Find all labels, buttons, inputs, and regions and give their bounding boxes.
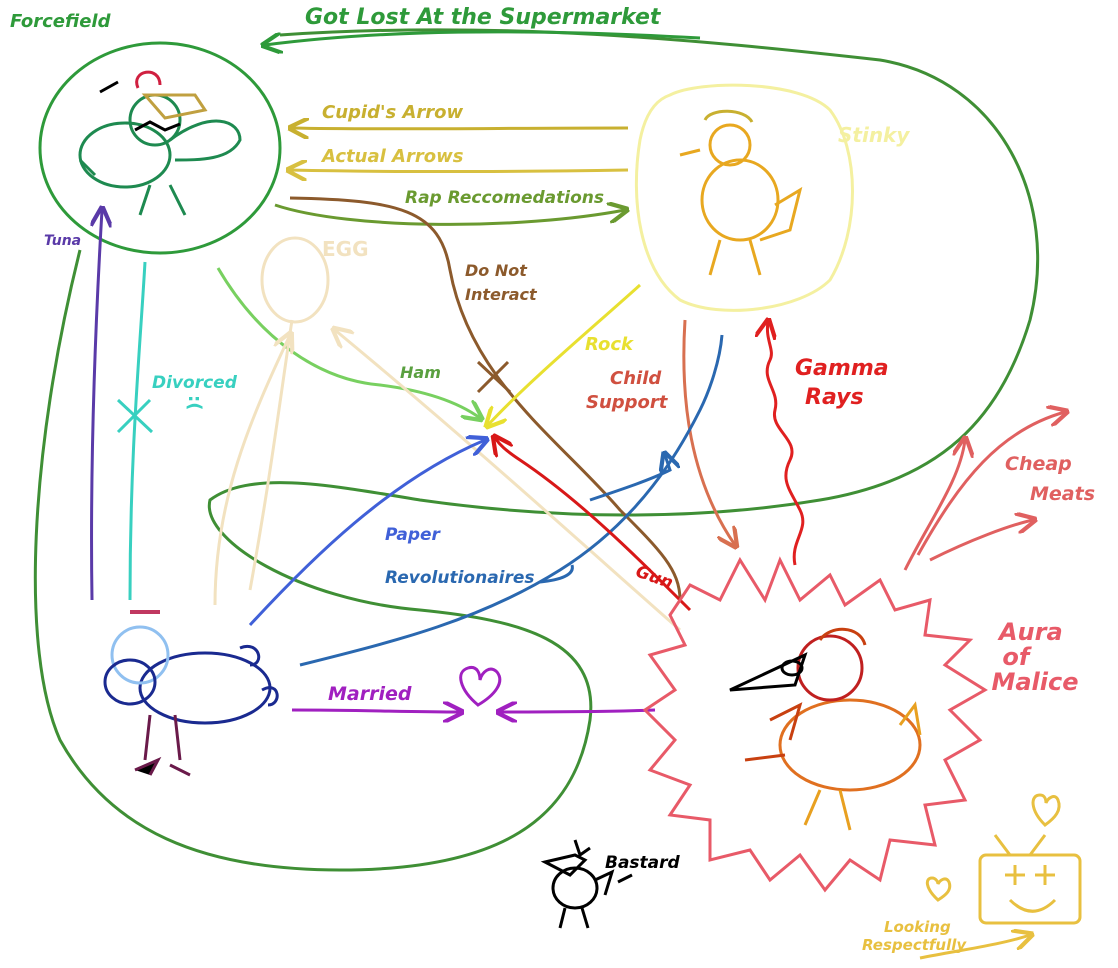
divorced-label: Divorced [152, 373, 238, 393]
aura-of-malice-node: Aura of Malice [642, 556, 1079, 893]
rap-line [274, 205, 625, 226]
do-not-interact-label: Do Not Interact [465, 261, 538, 304]
gun-line [495, 438, 692, 612]
cheap-meats-line-c [929, 520, 1033, 562]
ham-label: Ham [400, 363, 441, 382]
rock-line [488, 283, 642, 425]
cupids-arrow-line [292, 128, 629, 129]
actual-arrows-line [290, 170, 629, 172]
child-support-line [682, 319, 735, 545]
bastard-label: Bastard [605, 853, 681, 873]
green-bird-icon [78, 70, 242, 216]
beige-line-b [248, 319, 294, 591]
tv-antenna-icon [993, 834, 1047, 856]
stinky-node: Stinky [634, 83, 910, 312]
tv-face-icon [1005, 865, 1057, 913]
cheap-meats-label: Cheap Meats [1005, 453, 1095, 505]
got-lost-label: Got Lost At the Supermarket [305, 5, 662, 30]
child-support-label: Child Support [586, 368, 669, 413]
do-not-interact-x-icon [476, 360, 512, 394]
stinky-label: Stinky [838, 123, 910, 147]
egg-label: EGG [322, 237, 369, 261]
paper-line [248, 440, 485, 627]
cheap-meats-line-a [903, 440, 965, 571]
married-label: Married [328, 683, 412, 705]
divorced-sad-face: :( [184, 395, 205, 410]
revolutionaires-hook [539, 564, 574, 584]
ham-line [216, 267, 480, 418]
looking-respectfully-arrow [919, 935, 1030, 960]
yellow-bird-icon [679, 109, 803, 276]
aura-label: Aura of Malice [991, 618, 1078, 696]
paper-label: Paper [385, 525, 442, 545]
divorced-x-icon [116, 398, 154, 434]
small-heart-icon-a [1031, 793, 1061, 827]
small-heart-icon-b [925, 876, 952, 902]
married-heart-icon [459, 665, 502, 707]
revolutionaires-label: Revolutionaires [385, 568, 535, 588]
cupids-arrow-label: Cupid's Arrow [322, 102, 464, 123]
rock-label: Rock [585, 334, 634, 355]
beige-line-c [335, 330, 681, 632]
actual-arrows-label: Actual Arrows [320, 146, 464, 167]
stinky-aura [634, 83, 854, 312]
bastard-node: Bastard [540, 839, 681, 929]
tv-screen-icon [978, 853, 1082, 925]
gamma-rays-line [767, 322, 805, 566]
blue-bird-icon [103, 610, 279, 777]
got-lost-arrow [265, 30, 701, 45]
tuna-line [90, 210, 102, 601]
tuna-label: Tuna [44, 233, 81, 249]
aura-spikes [642, 556, 988, 893]
gamma-rays-label: Gamma Rays [795, 356, 896, 410]
rap-label: Rap Reccomedations [405, 188, 604, 208]
large-green-loop [33, 28, 1040, 872]
do-not-interact-line [289, 196, 682, 601]
forcefield-node: Forcefield [10, 11, 282, 255]
married-line-right [500, 710, 656, 712]
beige-line-a [213, 335, 290, 606]
forcefield-label: Forcefield [10, 11, 112, 32]
black-bird-icon [540, 839, 633, 929]
egg-shape [260, 236, 330, 324]
cheap-meats-line-b [916, 412, 1065, 556]
divorced-line [128, 261, 147, 601]
red-rooster-icon [729, 627, 922, 831]
looking-respectfully-label: Looking Respectfully [862, 918, 967, 954]
married-line-left [291, 710, 460, 712]
egg-node: EGG [260, 236, 369, 324]
revolutionaires-branch [589, 455, 670, 502]
forcefield-circle [38, 41, 282, 255]
looking-respectfully-group: Looking Respectfully [862, 793, 1082, 960]
